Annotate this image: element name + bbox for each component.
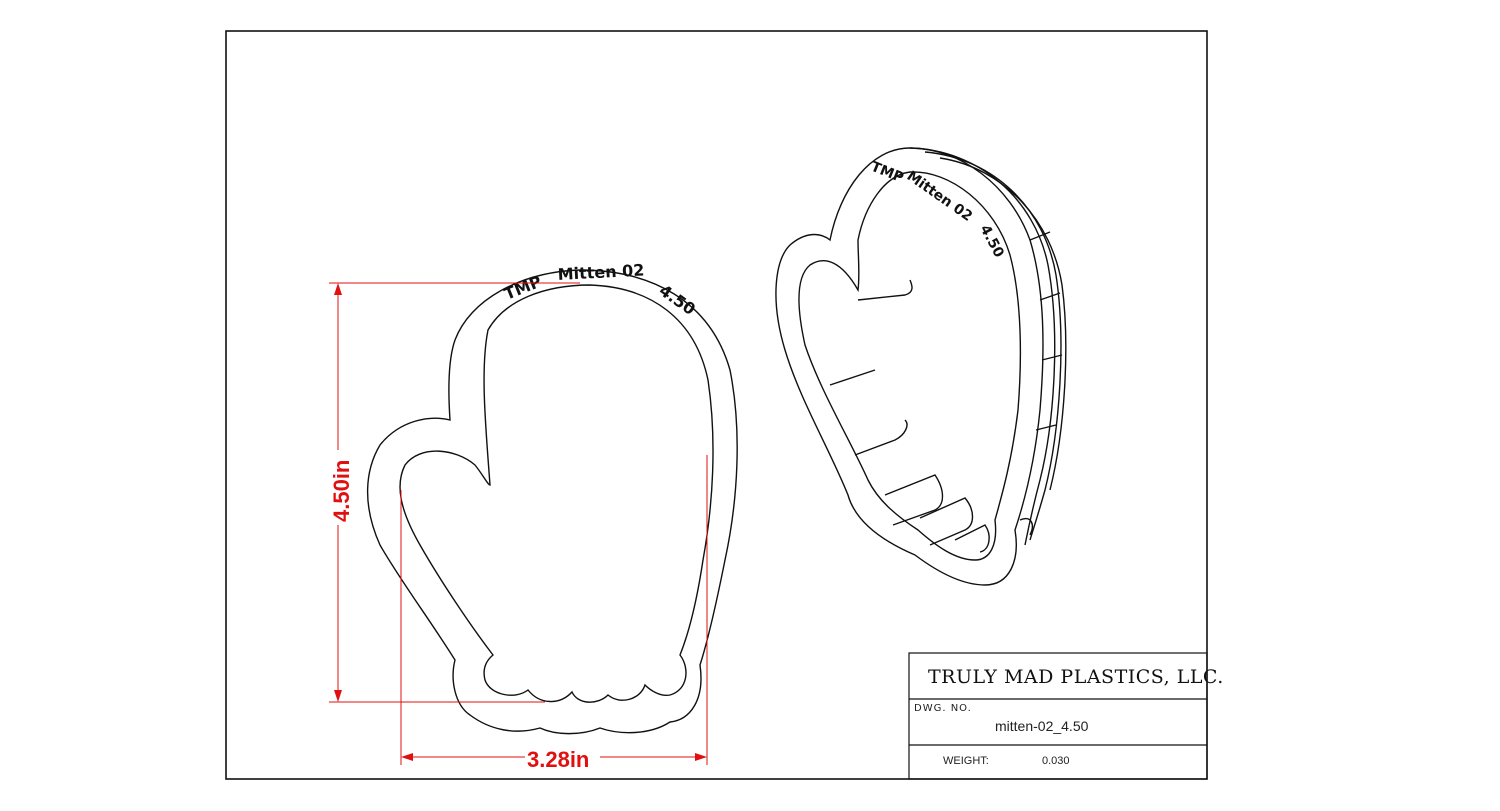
width-arrow-right	[695, 753, 707, 761]
iso-scallop-3	[954, 524, 990, 553]
width-arrow-left	[401, 753, 413, 761]
isometric-view	[775, 147, 1067, 586]
front-engrave-name: Mitten 02	[557, 260, 645, 284]
dwg-no-label: DWG. NO.	[914, 703, 972, 714]
iso-scallop-1	[884, 474, 944, 526]
iso-layer-1	[909, 147, 1056, 546]
iso-inner-outline	[798, 171, 1022, 561]
height-arrow-bottom	[334, 690, 342, 702]
weight-value: 0.030	[1042, 755, 1070, 767]
iso-tick	[1029, 231, 1051, 241]
iso-engrave-size: 4.50	[976, 222, 1006, 260]
height-arrow-top	[334, 283, 342, 295]
iso-tick	[1039, 292, 1061, 301]
weight-label: WEIGHT:	[943, 755, 989, 767]
iso-wall-panel	[857, 279, 913, 301]
width-dimension-label: 3.28in	[527, 747, 589, 772]
height-dimension-label: 4.50in	[329, 460, 354, 522]
iso-scallop-2	[919, 497, 974, 546]
iso-outer-outline	[775, 147, 1044, 586]
front-view	[366, 269, 738, 735]
front-inner-outline	[399, 284, 714, 703]
dimension-lines	[329, 282, 708, 765]
iso-layer-2	[924, 151, 1062, 541]
front-engrave-size: 4.50	[656, 281, 699, 319]
company-name: TRULY MAD PLASTICS, LLC.	[928, 666, 1224, 688]
front-outer-outline	[366, 269, 738, 735]
iso-tick	[1041, 354, 1063, 361]
iso-layer-3	[939, 157, 1067, 491]
sheet-border	[225, 30, 1208, 780]
iso-wall-panel-3	[854, 419, 908, 456]
dwg-no-value: mitten-02_4.50	[995, 718, 1089, 734]
title-block-frame	[908, 652, 1208, 780]
iso-wall-panel-2	[829, 369, 876, 386]
iso-tick	[1035, 424, 1057, 431]
dimension-arrows	[334, 283, 707, 761]
title-block	[908, 652, 1208, 780]
iso-bottom-tab	[1019, 518, 1033, 536]
